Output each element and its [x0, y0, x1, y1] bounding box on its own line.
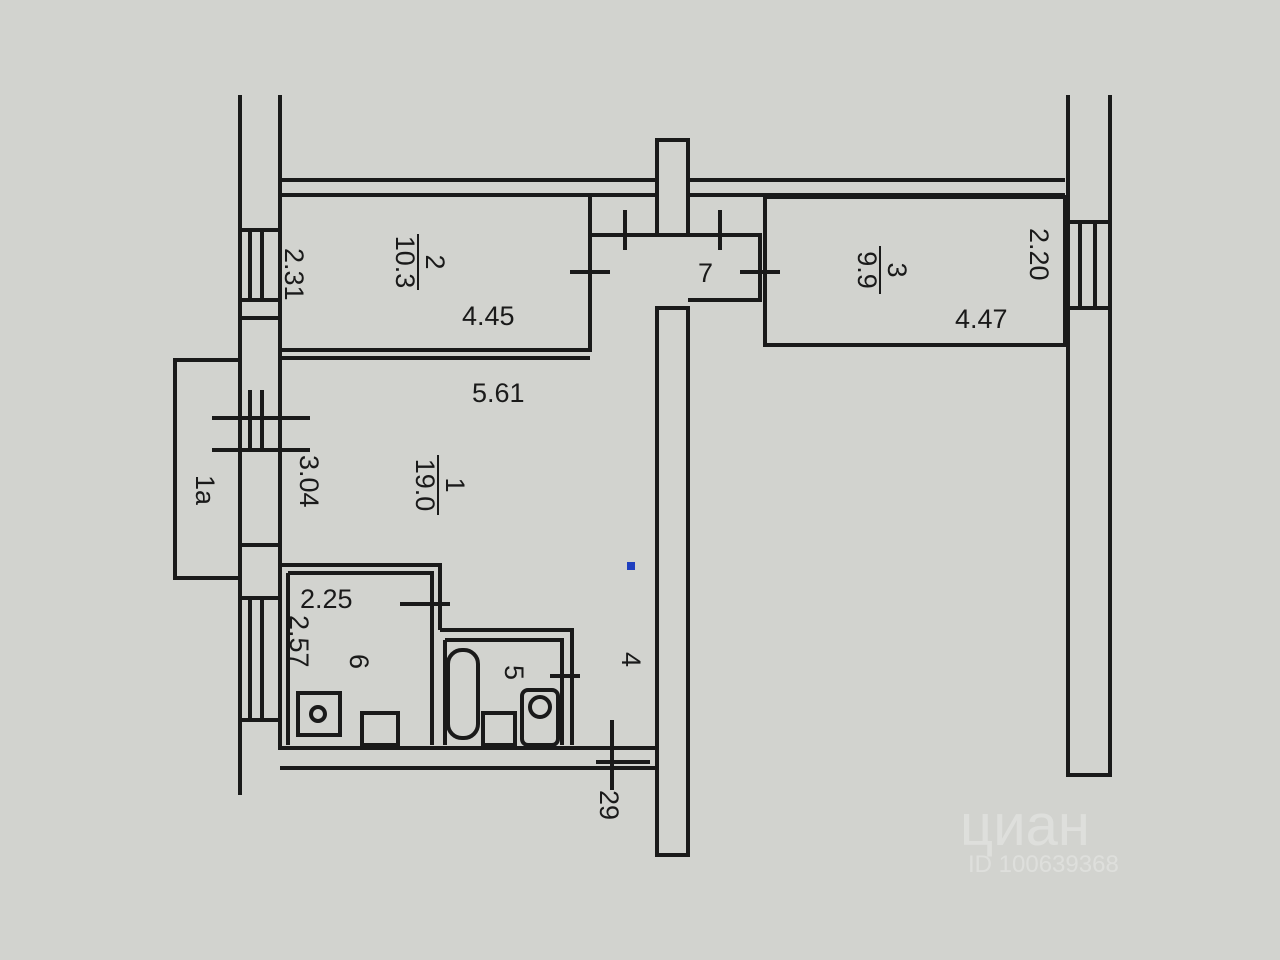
- dim-29: 29: [594, 790, 624, 820]
- room-labels: 4.45 2.31 2 10.3 4.47 2.20 3 9.9 7 5.61 …: [190, 228, 1054, 820]
- watermark-id: ID 100639368: [968, 851, 1119, 878]
- room1-area: 19.0: [410, 459, 440, 512]
- balcony-label: 1a: [190, 475, 220, 506]
- room2-width: 4.45: [462, 301, 515, 331]
- room2-area: 10.3: [390, 236, 420, 289]
- room6-number: 6: [344, 654, 374, 669]
- room3-area: 9.9: [852, 251, 882, 289]
- room2-height: 2.31: [279, 248, 309, 301]
- room6-width: 2.25: [300, 584, 353, 614]
- room7-number: 7: [698, 258, 713, 288]
- room1-height: 3.04: [294, 455, 324, 508]
- room6-height: 2.57: [284, 615, 314, 668]
- room3-number: 3: [882, 262, 912, 277]
- room3-height: 2.20: [1024, 228, 1054, 281]
- room1-width: 5.61: [472, 378, 525, 408]
- watermark: циан ID 100639368: [960, 793, 1119, 878]
- walls: [173, 95, 1112, 857]
- room2-number: 2: [420, 254, 450, 269]
- room1-number: 1: [440, 477, 470, 492]
- room5-number: 5: [499, 665, 529, 680]
- watermark-brand: циан: [960, 793, 1090, 858]
- room3-width: 4.47: [955, 304, 1008, 334]
- room4-number: 4: [616, 652, 646, 667]
